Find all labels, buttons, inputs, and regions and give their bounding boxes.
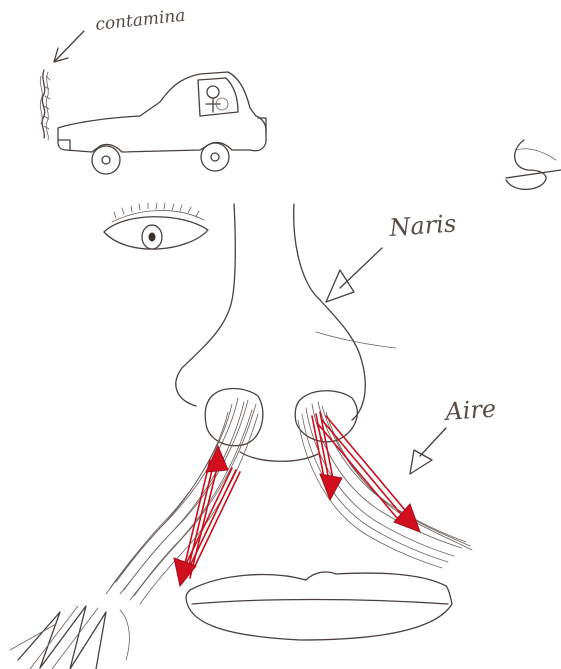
car-label: contamina — [94, 6, 186, 35]
nostril-left — [205, 389, 263, 446]
eye-pupil — [149, 233, 156, 242]
air-pointer-arrow — [410, 428, 446, 474]
car-drawing: contamina — [40, 6, 266, 174]
air-label: Aire — [442, 395, 497, 427]
naris-annotation: Naris — [326, 209, 457, 302]
car-window — [198, 78, 238, 116]
car-driver — [206, 86, 228, 112]
air-annotation: Aire — [410, 395, 497, 474]
exhaust-smoke — [40, 70, 50, 140]
smoke-pointer-arrow — [54, 31, 84, 62]
eye-drawing — [104, 203, 208, 249]
naris-pointer-arrow — [326, 248, 382, 302]
air-arrow-right-down-2 — [318, 416, 420, 532]
nose-drawing — [176, 204, 396, 461]
car-wheel-front — [201, 143, 229, 171]
scribble-mark — [506, 140, 561, 189]
naris-label: Naris — [387, 209, 457, 242]
air-arrow-left-down — [174, 468, 240, 586]
car-wheel-rear — [92, 146, 120, 174]
scribble-bottom-left — [10, 606, 129, 669]
lips-drawing — [186, 572, 452, 640]
